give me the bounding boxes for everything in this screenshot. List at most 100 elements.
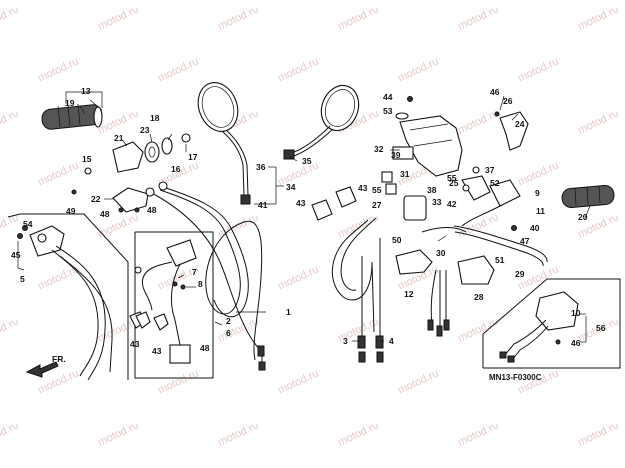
callout-2: 2 <box>226 316 231 326</box>
throttle-cables <box>145 181 266 371</box>
callout-20: 20 <box>578 212 588 222</box>
watermark-text: motod.ru <box>456 315 500 344</box>
callout-29: 29 <box>515 269 525 279</box>
callout-55-1: 55 <box>372 185 382 195</box>
callout-43-4: 43 <box>152 346 162 356</box>
callout-42: 42 <box>447 199 457 209</box>
callout-6: 6 <box>226 328 231 338</box>
watermark-text: motod.ru <box>276 263 320 292</box>
clutch-cables <box>332 217 384 363</box>
callout-35: 35 <box>302 156 312 166</box>
callout-56: 56 <box>596 323 606 333</box>
callout-17: 17 <box>188 152 198 162</box>
callout-36: 36 <box>256 162 266 172</box>
callout-19: 19 <box>65 98 75 108</box>
watermark-text: motod.ru <box>456 3 500 32</box>
callout-8: 8 <box>198 279 203 289</box>
callout-26: 26 <box>503 96 513 106</box>
front-marker-label: FR. <box>52 354 66 364</box>
callout-45: 45 <box>11 250 21 260</box>
watermark-text: motod.ru <box>516 55 560 84</box>
callout-54: 54 <box>23 219 33 229</box>
callout-3: 3 <box>343 336 348 346</box>
watermark-text: motod.ru <box>96 3 140 32</box>
callout-12: 12 <box>404 289 414 299</box>
watermark-text: motod.ru <box>156 55 200 84</box>
front-marker: FR. <box>25 354 66 378</box>
callout-30: 30 <box>436 248 446 258</box>
callout-37: 37 <box>485 165 495 175</box>
watermark-text: motod.ru <box>576 3 620 32</box>
right-mirror <box>283 84 360 160</box>
callout-13: 13 <box>81 86 91 96</box>
watermark-text: motod.ru <box>276 159 320 188</box>
callout-51: 51 <box>495 255 505 265</box>
callout-43-1: 43 <box>296 198 306 208</box>
callout-7: 7 <box>192 267 197 277</box>
right-grip <box>561 185 615 219</box>
callout-40: 40 <box>530 223 540 233</box>
detail-box-switch <box>134 231 214 379</box>
callout-34: 34 <box>286 182 296 192</box>
callout-4: 4 <box>389 336 394 346</box>
callout-46-2: 46 <box>571 338 581 348</box>
detail-box-left <box>7 213 129 380</box>
left-grip <box>41 91 103 130</box>
watermark-text: motod.ru <box>0 419 21 448</box>
callout-41: 41 <box>258 200 268 210</box>
watermark-text: motod.ru <box>336 3 380 32</box>
callout-27: 27 <box>372 200 382 210</box>
callout-48-1: 48 <box>100 209 110 219</box>
watermark-text: motod.ru <box>156 367 200 396</box>
watermark-text: motod.ru <box>576 419 620 448</box>
cable-clips <box>311 186 357 221</box>
callout-47: 47 <box>520 236 530 246</box>
callout-10: 10 <box>571 308 581 318</box>
callout-46-1: 46 <box>490 87 500 97</box>
callout-48-2: 48 <box>147 205 157 215</box>
watermark-text: motod.ru <box>396 55 440 84</box>
callout-24: 24 <box>515 119 525 129</box>
callout-50: 50 <box>392 235 402 245</box>
watermark-text: motod.ru <box>216 3 260 32</box>
watermark-text: motod.ru <box>456 419 500 448</box>
watermark-text: motod.ru <box>456 107 500 136</box>
watermark-text: motod.ru <box>576 107 620 136</box>
callout-48-3: 48 <box>200 343 210 353</box>
callout-22: 22 <box>91 194 101 204</box>
watermark-text: motod.ru <box>36 159 80 188</box>
callout-23: 23 <box>140 125 150 135</box>
leader-lines <box>17 95 587 343</box>
callout-16: 16 <box>171 164 181 174</box>
callout-43-2: 43 <box>358 183 368 193</box>
callout-44: 44 <box>383 92 393 102</box>
callout-32: 32 <box>374 144 384 154</box>
left-mirror <box>197 82 251 205</box>
watermark-text: motod.ru <box>0 3 21 32</box>
callout-55-2: 55 <box>447 173 457 183</box>
callout-21: 21 <box>114 133 124 143</box>
right-handlebar-switch <box>499 291 579 363</box>
callout-38: 38 <box>427 185 437 195</box>
watermark-text: motod.ru <box>396 367 440 396</box>
callout-11: 11 <box>536 206 545 216</box>
callout-15: 15 <box>82 154 92 164</box>
diagram-code: MN13-F0300C <box>489 373 542 382</box>
callout-18: 18 <box>150 113 160 123</box>
watermark-text: motod.ru <box>96 419 140 448</box>
left-holder-parts <box>71 133 191 213</box>
callout-28: 28 <box>474 292 484 302</box>
callout-52: 52 <box>490 178 500 188</box>
watermark-text: motod.ru <box>336 419 380 448</box>
watermark-text: motod.ru <box>36 55 80 84</box>
left-handlebar-switch <box>17 225 146 381</box>
watermark-text: motod.ru <box>516 159 560 188</box>
watermark-text: motod.ru <box>216 419 260 448</box>
callout-31: 31 <box>400 169 410 179</box>
callout-5: 5 <box>20 274 25 284</box>
watermark-text: motod.ru <box>0 107 21 136</box>
watermark-text: motod.ru <box>276 367 320 396</box>
switch-detail <box>134 239 197 364</box>
